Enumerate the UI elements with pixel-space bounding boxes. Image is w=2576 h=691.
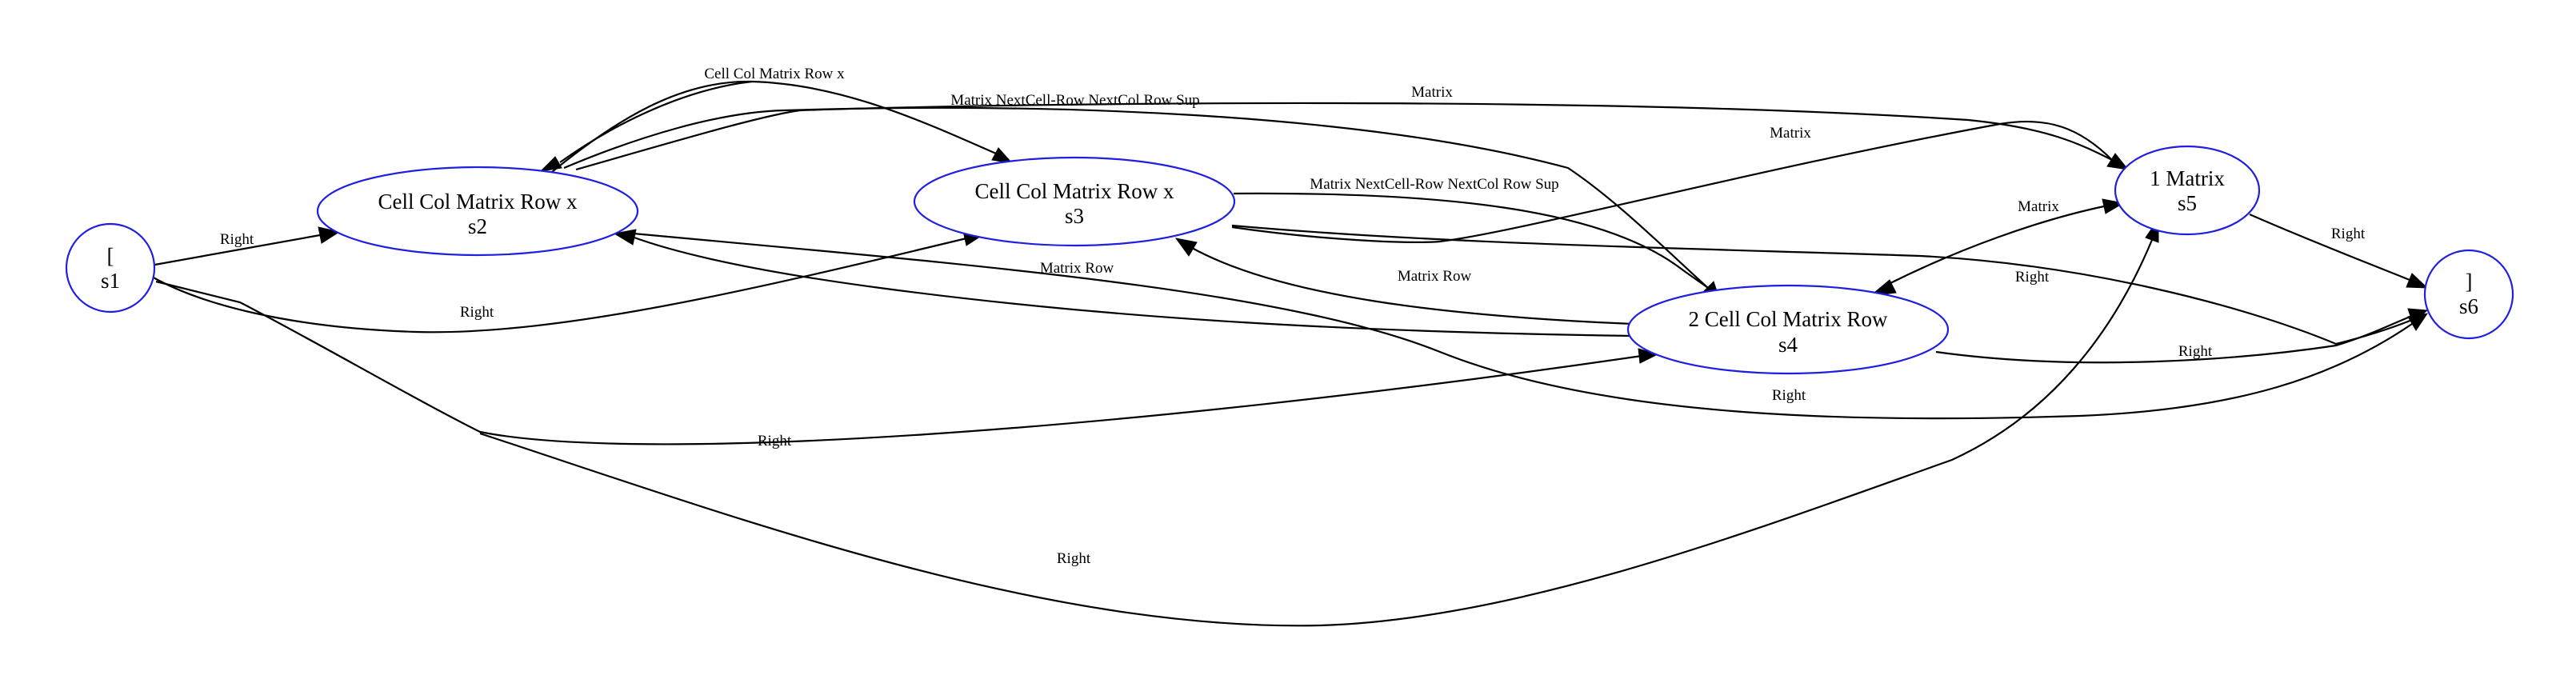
node-s6-label: ] <box>2466 270 2473 294</box>
node-s1-label: [ <box>107 244 114 268</box>
node-s6: ] s6 <box>2423 249 2514 340</box>
node-s4: 2 Cell Col Matrix Row s4 <box>1626 284 1950 375</box>
edge-s4-s6: Right <box>1935 308 2429 364</box>
node-s5-label: 1 Matrix <box>2150 166 2225 190</box>
edge-s1-s4: Right <box>155 280 1659 449</box>
edge-s1-s5: Right <box>479 218 2159 627</box>
node-s4-label: 2 Cell Col Matrix Row <box>1689 307 1889 331</box>
edge-s3-s6: Right <box>1231 224 2413 346</box>
edge-label-s3-s6: Right <box>2015 269 2050 286</box>
node-s5: 1 Matrix s5 <box>2114 145 2261 236</box>
edge-s4-s3: Matrix Row <box>1174 238 1634 326</box>
edge-label-s3-s5: Matrix <box>1770 125 1811 142</box>
edge-label-s4-s6: Right <box>2178 343 2213 360</box>
edge-label-s1-s4: Right <box>758 433 792 449</box>
edge-label-s2-s6: Right <box>1772 387 1806 404</box>
edge-s3-s5: Matrix <box>1231 120 2113 243</box>
node-s2: Cell Col Matrix Row x s2 <box>316 166 639 257</box>
edge-s4-s5: Matrix <box>1869 198 2125 297</box>
node-s2-label: Cell Col Matrix Row x <box>378 190 578 214</box>
edge-label-s2-s3: Cell Col Matrix Row x <box>704 66 845 82</box>
edge-s3-s2-top <box>539 80 753 172</box>
edge-label-s1-s2: Right <box>220 231 254 248</box>
edge-label-s3-s4: Matrix NextCell-Row NextCol Row Sup <box>1310 176 1558 193</box>
edge-s5-s6: Right <box>2249 213 2429 289</box>
edge-s4-s2: Matrix Row <box>613 229 1633 338</box>
edge-label-s1-s3: Right <box>460 304 494 321</box>
edge-label-s2-s5: Matrix <box>1411 84 1453 101</box>
node-s3-id: s3 <box>1065 204 1084 228</box>
edge-label-s1-s5: Right <box>1057 550 1091 567</box>
node-s6-id: s6 <box>2459 294 2478 318</box>
node-s3: Cell Col Matrix Row x s3 <box>913 156 1236 247</box>
node-s5-id: s5 <box>2178 191 2197 215</box>
edge-label-s4-s2: Matrix Row <box>1040 260 1114 277</box>
node-s3-label: Cell Col Matrix Row x <box>975 179 1174 203</box>
edge-s1-s2: Right <box>150 226 341 267</box>
node-s1: [ s1 <box>65 222 156 314</box>
node-s4-id: s4 <box>1778 333 1798 357</box>
edge-s2-s6: Right <box>633 232 2429 420</box>
edge-label-s5-s6: Right <box>2331 226 2366 242</box>
node-s2-id: s2 <box>468 214 487 238</box>
edge-s2-s3: Cell Col Matrix Row x <box>551 66 1014 173</box>
edge-s2-s5: Matrix <box>575 84 2130 171</box>
edge-label-s4-s3: Matrix Row <box>1398 268 1472 285</box>
edge-label-s4-s5: Matrix <box>2018 198 2059 215</box>
node-s1-id: s1 <box>101 269 120 293</box>
